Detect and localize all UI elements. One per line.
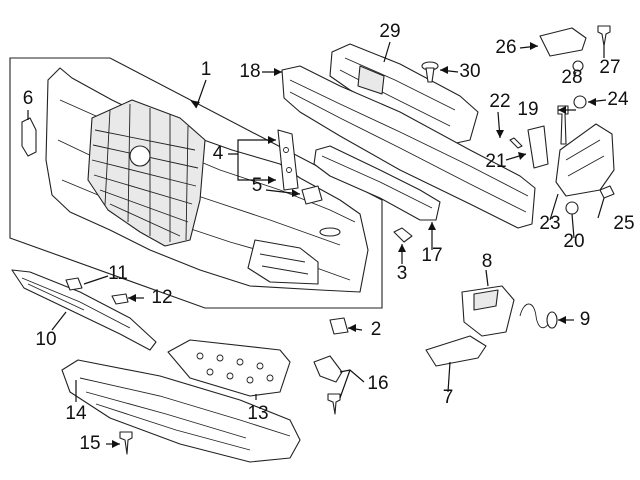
- callout-19: 19: [517, 99, 538, 120]
- nut-20: [565, 201, 579, 215]
- callout-18: 18: [239, 61, 260, 82]
- callout-2: 2: [371, 319, 382, 340]
- callout-17: 17: [421, 245, 442, 266]
- screw-27: [597, 25, 611, 47]
- side-brackets: [277, 129, 323, 205]
- leader-arrows: [112, 42, 596, 448]
- undertray-14: [61, 359, 301, 463]
- callout-8: 8: [482, 251, 493, 272]
- callout-13: 13: [247, 403, 268, 424]
- screw-16: [327, 393, 341, 415]
- lower-absorber: [313, 145, 441, 221]
- clip-11: [65, 277, 83, 291]
- callout-27: 27: [599, 57, 620, 78]
- guide-bracket: [539, 27, 587, 72]
- bracket-8: [461, 285, 515, 337]
- lower-panel-13: [167, 339, 291, 397]
- callout-1: 1: [201, 59, 212, 80]
- bumper-cover-frame: [9, 57, 383, 309]
- callout-7: 7: [443, 387, 454, 408]
- upper-absorber: [329, 43, 479, 145]
- callout-labels: 1 2 3 4 5 6 7 8 9 10 11 12 13 14 15 16 1…: [23, 21, 635, 454]
- callout-4: 4: [213, 143, 224, 164]
- callout-15: 15: [79, 433, 100, 454]
- lower-trim-strip: [11, 269, 157, 351]
- callout-22: 22: [489, 91, 510, 112]
- cover-7: [425, 335, 487, 367]
- callout-29: 29: [379, 21, 400, 42]
- bracket-16: [313, 355, 343, 383]
- callout-26: 26: [495, 37, 516, 58]
- callout-12: 12: [151, 287, 172, 308]
- callout-9: 9: [580, 309, 591, 330]
- callout-21: 21: [485, 151, 506, 172]
- callout-16: 16: [367, 373, 388, 394]
- nut-24: [573, 95, 587, 109]
- push-clip-30: [421, 61, 439, 83]
- callout-14: 14: [65, 403, 87, 424]
- callout-24: 24: [607, 89, 629, 110]
- bracket-21: [527, 125, 549, 169]
- clip-3: [393, 227, 413, 243]
- callout-25: 25: [613, 213, 634, 234]
- callout-20: 20: [563, 231, 584, 252]
- callout-10: 10: [35, 329, 56, 350]
- callout-5: 5: [252, 175, 263, 196]
- callout-11: 11: [108, 263, 128, 284]
- spring-9: [519, 303, 558, 329]
- callout-28: 28: [561, 67, 582, 88]
- mount-bracket: [555, 123, 615, 197]
- tow-hook-cap: [21, 117, 37, 157]
- callout-23: 23: [539, 213, 560, 234]
- callout-3: 3: [397, 263, 408, 284]
- bumper-cover: [45, 67, 369, 293]
- callout-6: 6: [23, 88, 34, 109]
- screw-15: [119, 431, 133, 455]
- reinforcement-beam: [281, 65, 536, 229]
- bolt-19: [557, 105, 569, 145]
- callout-30: 30: [459, 61, 480, 82]
- screw-12: [111, 293, 129, 305]
- bolt-22: [509, 137, 523, 149]
- clip-2: [329, 317, 349, 335]
- bolt-25: [599, 185, 615, 199]
